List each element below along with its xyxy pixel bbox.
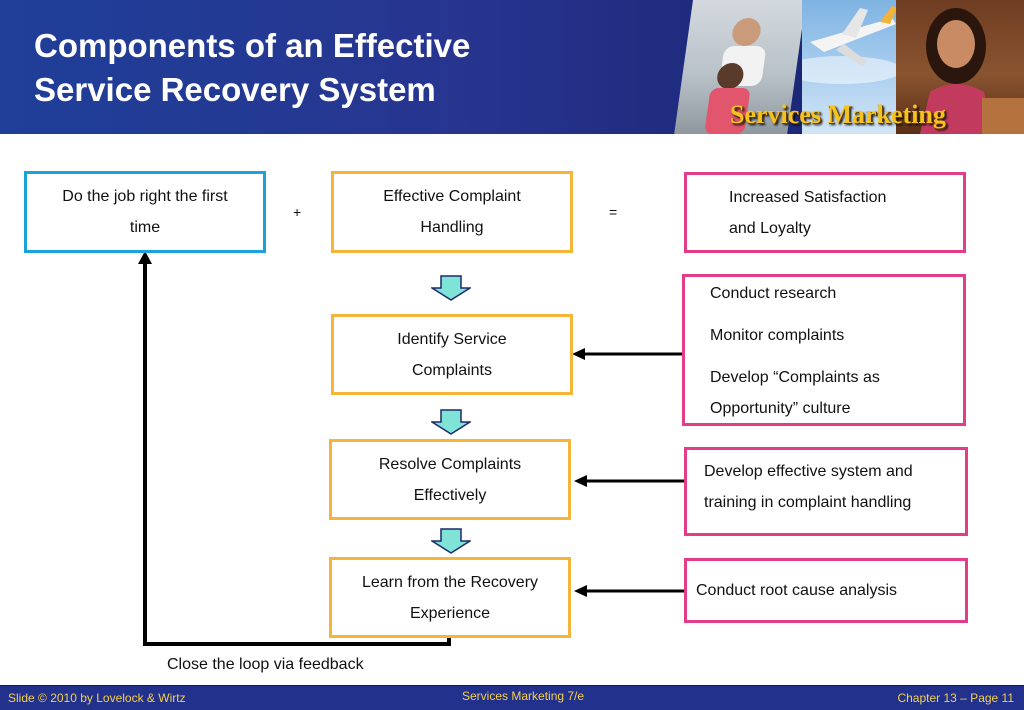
identify-service-complaints-box: Identify Service Complaints [331,314,573,395]
footer-page-number: Chapter 13 – Page 11 [897,691,1014,705]
slide-title: Components of an Effective Service Recov… [34,24,594,112]
equals-sign: = [609,204,618,220]
title-line-1: Components of an Effective [34,27,471,64]
identify-action-culture-line-2: Opportunity” culture [710,400,851,417]
header-photo-collage [674,0,1024,134]
resolve-line-1: Resolve Complaints [378,455,522,473]
do-job-right-line-1: Do the job right the first [62,188,228,205]
complaint-handling-line-1: Effective Complaint [383,188,521,205]
resolve-line-2: Effectively [413,486,487,504]
identify-arrowhead [572,348,585,360]
learn-from-recovery-box: Learn from the Recovery Experience [329,557,571,638]
resolve-complaints-box: Resolve Complaints Effectively [329,439,571,520]
resolve-actions-box: Develop effective system and training in… [684,447,968,536]
learn-actions-box: Conduct root cause analysis [684,558,968,623]
slide-footer: Slide © 2010 by Lovelock & Wirtz Service… [0,685,1024,710]
do-job-right-line-2: time [129,219,161,236]
slide-header: Components of an Effective Service Recov… [0,0,1024,134]
down-arrow-2 [431,409,471,435]
plus-sign: + [293,204,302,220]
identify-actions-box: Conduct research Monitor complaints Deve… [682,274,966,426]
gym-photo [674,0,806,134]
identify-action-culture-line-1: Develop “Complaints as [710,369,880,386]
identify-line-2: Complaints [411,361,492,379]
woman-photo [896,0,1024,134]
airplane-photo [802,0,901,134]
effective-complaint-handling-box: Effective Complaint Handling [331,171,573,253]
footer-book-title: Services Marketing 7/e [462,689,585,703]
services-marketing-logo: Services Marketing [730,100,946,129]
learn-arrowhead [574,585,587,597]
close-loop-label: Close the loop via feedback [167,656,364,673]
complaint-handling-line-2: Handling [420,219,484,236]
satisfaction-line-2: and Loyalty [729,219,811,237]
identify-action-monitor: Monitor complaints [710,327,845,344]
learn-line-2: Experience [409,604,491,622]
satisfaction-line-1: Increased Satisfaction [729,188,887,206]
increased-satisfaction-box: Increased Satisfaction and Loyalty [684,172,966,253]
learn-action-root-cause: Conduct root cause analysis [696,582,897,599]
feedback-loop-line [143,262,451,646]
resolve-arrowhead [574,475,587,487]
do-job-right-box: Do the job right the first time [24,171,266,253]
down-arrow-1 [431,275,471,301]
title-line-2: Service Recovery System [34,71,436,108]
identify-action-research: Conduct research [710,285,837,302]
learn-line-1: Learn from the Recovery [361,573,539,591]
footer-copyright: Slide © 2010 by Lovelock & Wirtz [8,691,186,705]
identify-line-1: Identify Service [397,330,507,348]
resolve-action-line-2: training in complaint handling [704,494,912,511]
resolve-action-line-1: Develop effective system and [704,463,913,480]
down-arrow-3 [431,528,471,554]
feedback-arrowhead [138,251,152,264]
